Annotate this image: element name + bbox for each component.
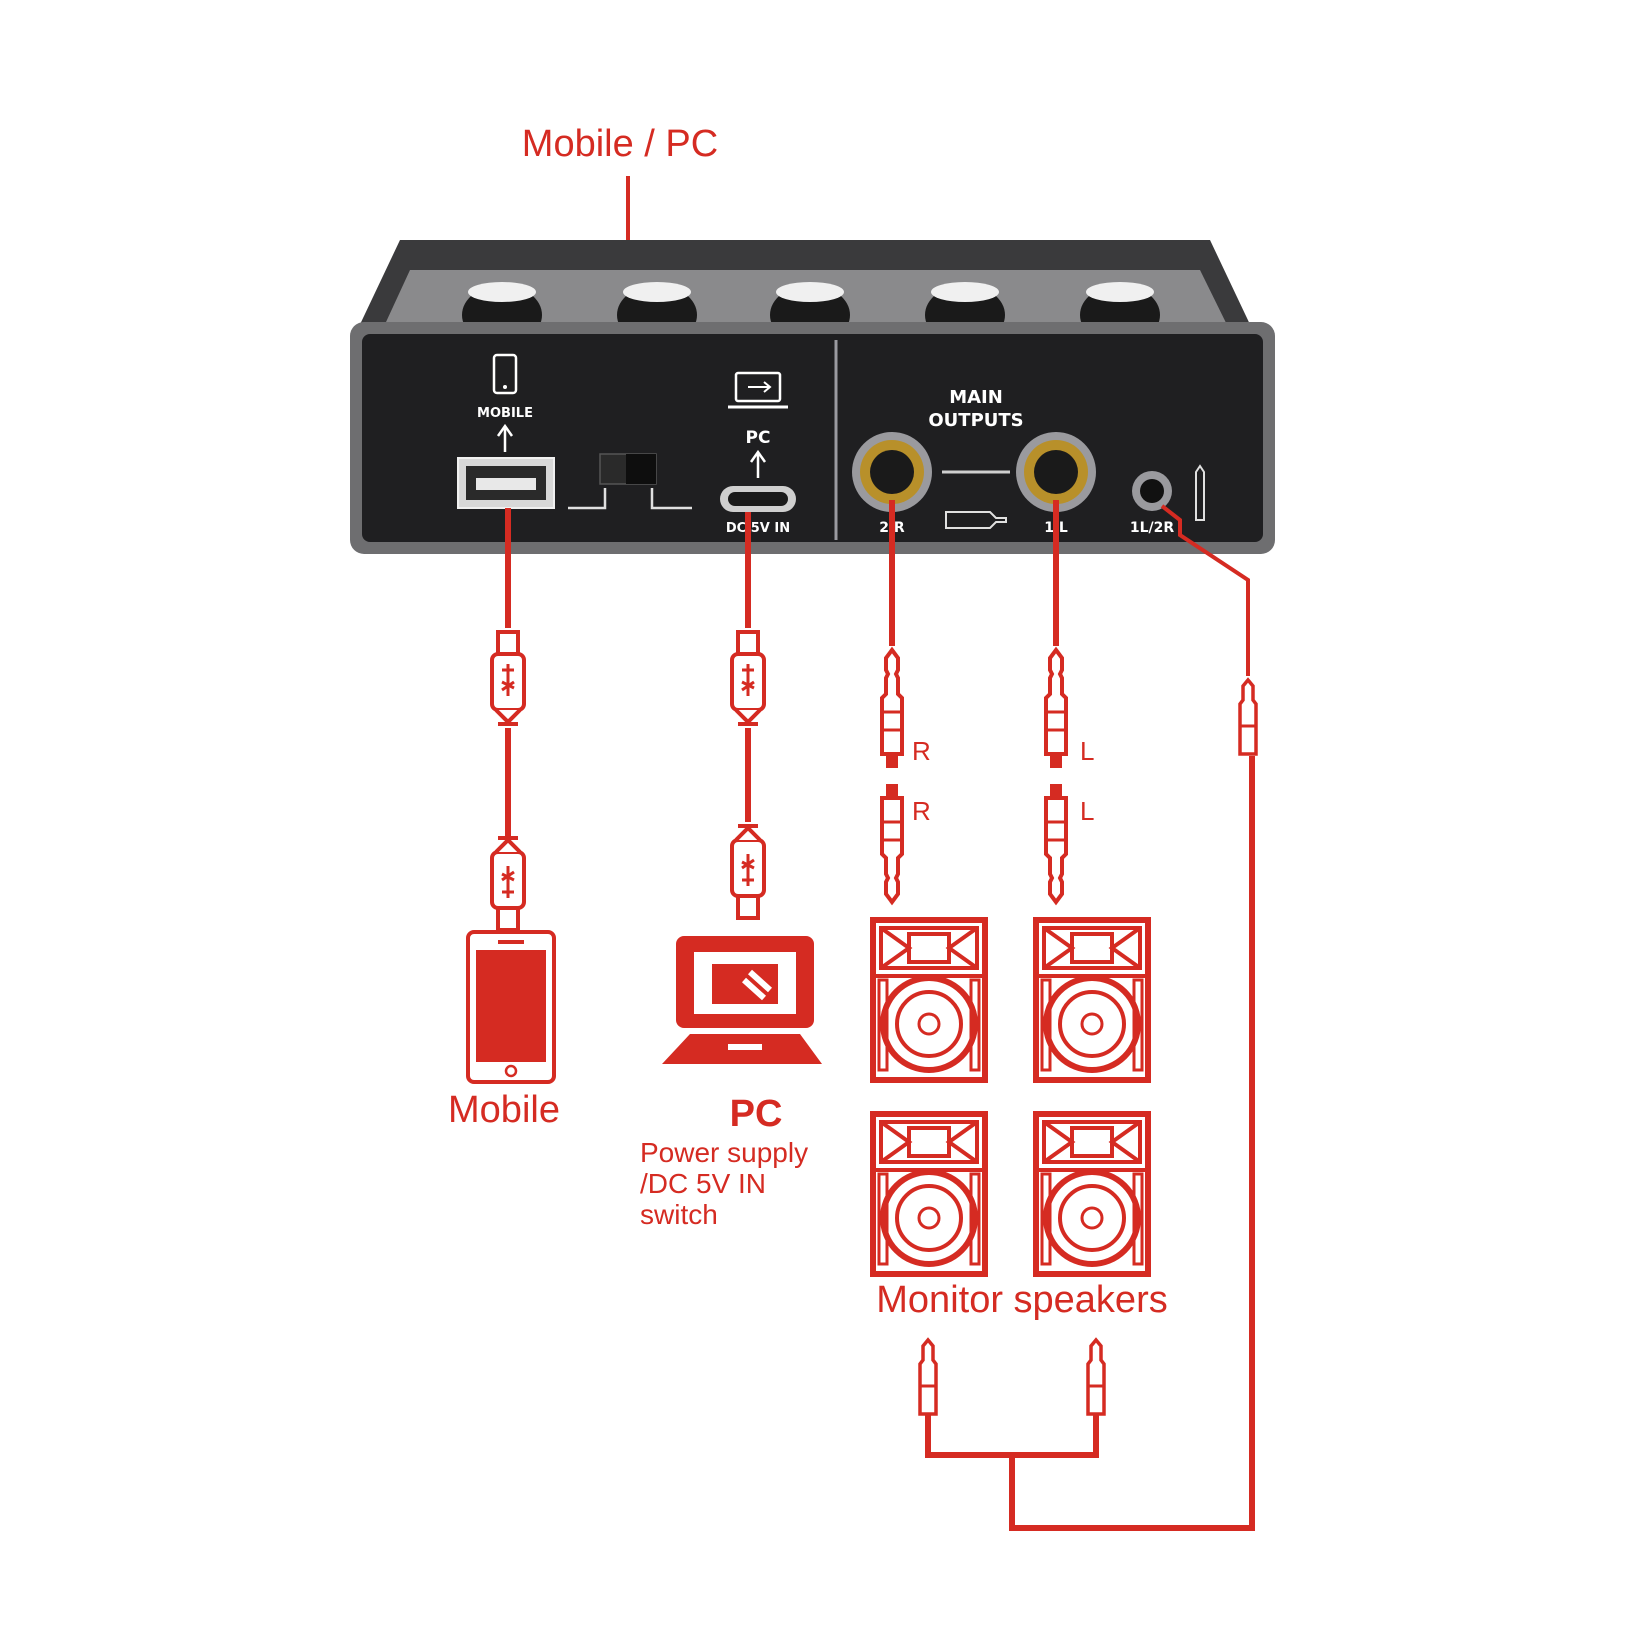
pc-caption-line1: Power supply	[640, 1137, 808, 1168]
speaker-cabinet-icon	[1036, 920, 1148, 1080]
usb-c-port-icon[interactable]	[720, 486, 796, 512]
jack-1l[interactable]	[1016, 432, 1096, 512]
pc-port-label: PC	[746, 428, 771, 448]
mini-jack-cable	[1009, 504, 1258, 1531]
cable-r-top-label: R	[912, 736, 931, 766]
speakers-label: Monitor speakers	[876, 1279, 1167, 1321]
mobile-arrow-icon	[496, 423, 514, 452]
mini-jack[interactable]	[1132, 471, 1172, 511]
laptop-icon	[662, 936, 822, 1064]
mini-jack-label: 1L/2R	[1130, 520, 1175, 536]
cable-l-bottom-label: L	[1080, 796, 1094, 826]
speaker-cabinet-icon	[873, 1114, 985, 1274]
left-channel-cable	[1044, 500, 1068, 904]
switch-callout-label: Mobile / PC	[522, 123, 718, 165]
smartphone-icon	[466, 930, 556, 1084]
speaker-cabinet-icon	[873, 920, 985, 1080]
usb-a-port-icon[interactable]	[457, 457, 555, 509]
cable-l-top-label: L	[1080, 736, 1094, 766]
cable-r-bottom-label: R	[912, 796, 931, 826]
mobile-port-label: MOBILE	[477, 406, 533, 421]
main-outputs-label-line2: OUTPUTS	[928, 410, 1023, 431]
mobile-usb-cable	[490, 508, 526, 932]
pc-caption-line2: /DC 5V IN	[640, 1168, 766, 1199]
right-channel-cable	[880, 500, 904, 904]
mobile-pc-switch[interactable]	[568, 453, 692, 510]
trs-plug-icon	[945, 511, 1007, 529]
pc-arrow-icon	[749, 449, 767, 478]
main-outputs-label-line1: MAIN	[949, 387, 1003, 408]
pc-caption-line3: switch	[640, 1199, 718, 1230]
pc-usb-cable	[730, 512, 766, 920]
speaker-cabinet-icon	[1036, 1114, 1148, 1274]
mini-plug-icon	[1195, 464, 1205, 521]
laptop-usb-icon	[728, 371, 788, 409]
phone-port-icon	[492, 353, 518, 395]
dc-in-label: DC 5V IN	[726, 521, 790, 536]
mobile-device-label: Mobile	[448, 1089, 560, 1131]
speaker-link-cable	[918, 1337, 1106, 1458]
pc-device-label: PC	[730, 1093, 783, 1135]
jack-2r[interactable]	[852, 432, 932, 512]
